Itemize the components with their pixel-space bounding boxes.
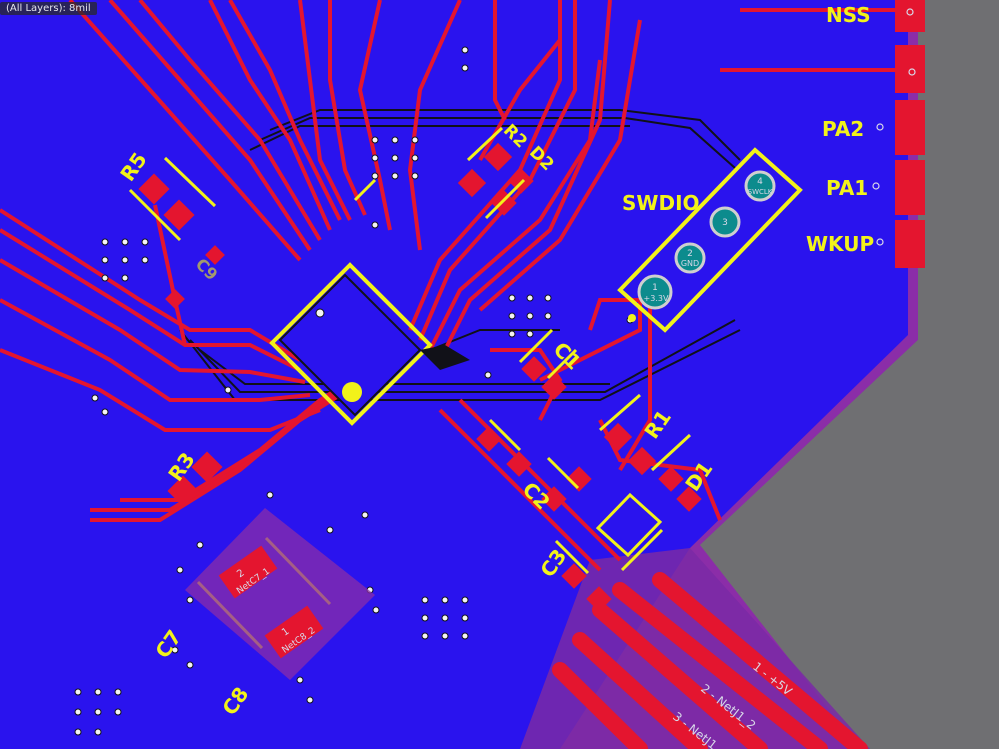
connector-traces (552, 572, 868, 749)
via-grid (74, 46, 634, 736)
swd-pad-2-net: GND (681, 259, 699, 268)
c7-c8-capacitors[interactable]: 2 NetC7_1 1 NetC8_2 (185, 508, 375, 680)
label-swdio: SWDIO (622, 191, 700, 215)
c7-pad-num: 2 (235, 568, 247, 581)
swd-pad-1-num: 1 (652, 283, 658, 293)
label-pa1: PA1 (826, 176, 868, 200)
label-pa2: PA2 (822, 117, 864, 141)
mcu-chip[interactable] (269, 262, 470, 426)
layer-info-overlay: (All Layers): 8mil (0, 2, 97, 15)
swd-pad-1-net: +3.3V (644, 294, 669, 303)
swd-pad-4 (744, 170, 776, 202)
board-gray-lower-right (700, 340, 999, 749)
swd-pad-1 (637, 274, 673, 310)
header-pads (895, 0, 925, 268)
swd-pad-2 (674, 242, 706, 274)
label-nss: NSS (826, 3, 871, 27)
swd-pad-4-num: 4 (757, 177, 763, 187)
swd-pad-3 (709, 206, 741, 238)
swd-pad-2-num: 2 (687, 249, 693, 259)
swd-pad-3-num: 3 (722, 218, 728, 228)
c8-pad-num: 1 (280, 626, 292, 639)
swd-header[interactable]: 1 +3.3V 2 GND 3 4 SWCLK (617, 147, 803, 333)
smd-pads (138, 142, 702, 612)
pin1-marker (342, 382, 362, 402)
header-net-markers (872, 8, 916, 246)
swd-pad-4-net: SWCLK (748, 188, 773, 196)
label-wkup: WKUP (806, 232, 874, 256)
